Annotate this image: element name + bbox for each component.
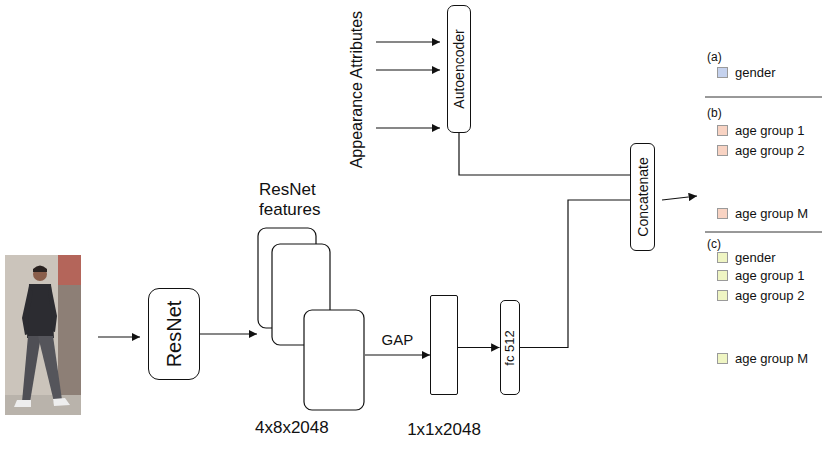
node-text: Concatenate	[634, 157, 651, 236]
person-shoe	[14, 400, 31, 407]
person-shoe	[53, 398, 70, 406]
output-arrow	[662, 196, 697, 200]
node-text: fc 512	[502, 330, 518, 365]
separator-line	[705, 97, 822, 98]
feature-map-outline	[255, 226, 368, 412]
output-label: age group M	[735, 206, 808, 221]
photo-pillar	[58, 255, 81, 415]
node-text: ResNet	[162, 301, 186, 368]
attribute-arrow	[376, 69, 440, 70]
output-label: gender	[735, 65, 775, 80]
person-leg	[22, 336, 41, 402]
resnet-box: ResNet	[148, 288, 200, 380]
connector	[458, 347, 500, 348]
pedestrian-photo	[5, 255, 81, 415]
attribute-arrow	[376, 127, 440, 128]
group-tag: (a)	[707, 50, 722, 64]
group-tag: (b)	[707, 106, 722, 120]
connector	[200, 333, 257, 334]
connector	[365, 354, 430, 355]
person-arm	[22, 286, 33, 335]
node-text: 4x8x2048	[255, 418, 329, 438]
fc-box: fc 512	[500, 300, 520, 395]
feature-map-sheet	[304, 310, 364, 410]
photo-floor	[5, 395, 81, 415]
output-label: age group 1	[735, 268, 804, 283]
output-label: age group 2	[735, 288, 804, 303]
output-swatch	[717, 145, 728, 156]
feature-map-stack: ResNet features4x8x2048	[255, 226, 368, 412]
output-label: age group 1	[735, 123, 804, 138]
output-swatch	[717, 252, 728, 263]
output-swatch	[717, 208, 728, 219]
input-arrow	[98, 336, 140, 337]
person-leg	[38, 336, 62, 402]
photo-background	[5, 255, 81, 415]
output-swatch	[717, 353, 728, 364]
concatenate-box: Concatenate	[630, 143, 655, 251]
person-arm	[48, 286, 57, 332]
output-swatch	[717, 67, 728, 78]
connector	[520, 200, 631, 348]
vector-box: 1x1x2048	[430, 295, 458, 395]
node-text: ResNet features	[259, 180, 341, 221]
connector	[459, 133, 630, 175]
output-swatch	[717, 125, 728, 136]
person-hair	[33, 266, 47, 273]
input-label: Appearance Attributes	[347, 10, 366, 167]
output-label: age group M	[735, 351, 808, 366]
output-swatch	[717, 270, 728, 281]
autoencoder-box: Autoencoder	[447, 5, 471, 133]
output-label: age group 2	[735, 143, 804, 158]
separator-line	[705, 232, 822, 233]
group-tag: (c)	[707, 237, 721, 251]
edge-label: GAP	[380, 331, 416, 349]
node-text: 1x1x2048	[407, 420, 481, 440]
output-label: gender	[735, 250, 775, 265]
output-swatch	[717, 290, 728, 301]
node-text: Autoencoder	[451, 29, 468, 108]
photo-sign	[58, 255, 81, 285]
attribute-arrow	[376, 41, 440, 42]
